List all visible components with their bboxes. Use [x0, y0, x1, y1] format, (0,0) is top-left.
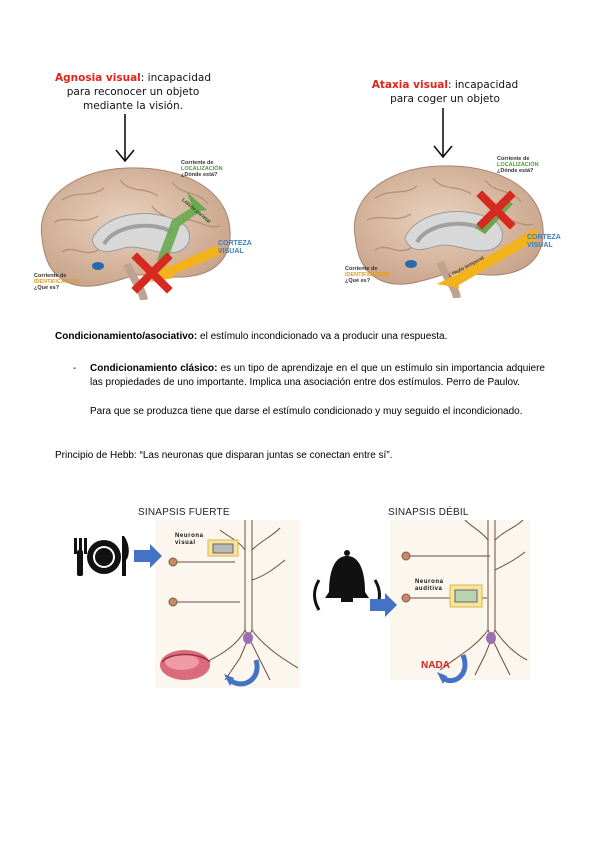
food-icon [74, 536, 129, 576]
neuron-small-icon [401, 551, 411, 561]
cross-icon [476, 190, 516, 230]
right-arrow-icon [370, 593, 397, 617]
stream-top-label: Corriente de LOCALIZACIÓN ¿Dónde está? [181, 160, 223, 178]
conditioning-paragraph: Condicionamiento/asociativo: el estímulo… [55, 331, 448, 342]
strong-synapse-title: SINAPSIS FUERTE [138, 507, 230, 518]
bullet-marker: - [73, 363, 77, 374]
classic-conditioning-paragraph-2: Para que se produzca tiene que darse el … [90, 406, 523, 417]
weak-synapse-title: SINAPSIS DÉBIL [388, 507, 469, 518]
agnosia-term: Agnosia visual [55, 72, 141, 84]
stream-bottom-label: Corriente de IDENTIFICACIÓN ¿Qué es? [345, 266, 390, 284]
nada-label: NADA [421, 660, 450, 671]
ataxia-diagram: Ataxia visual: incapacidad para coger un… [345, 68, 585, 303]
hebb-principle: Principio de Hebb: “Las neuronas que dis… [55, 450, 393, 461]
brain-illustration-icon [353, 165, 544, 298]
agnosia-caption: Agnosia visual: incapacidad para reconoc… [55, 72, 211, 112]
weak-synapse-diagram [313, 520, 530, 684]
brain-illustration-icon [40, 167, 231, 300]
curved-arrow-icon [228, 659, 260, 687]
auditory-neuron-label: Neurona auditiva [415, 579, 444, 592]
tongue-icon [160, 650, 211, 680]
strong-synapse-diagram [74, 520, 300, 688]
cross-icon [131, 252, 173, 294]
stream-bottom-label: Corriente de IDENTIFICACIÓN ¿Qué es? [34, 273, 79, 291]
stream-top-label: Corriente de LOCALIZACIÓN ¿Dónde está? [497, 156, 539, 174]
classic-conditioning-paragraph: Condicionamiento clásico: es un tipo de … [90, 363, 545, 388]
bell-icon [313, 550, 381, 611]
visual-neuron-label: Neurona visual [175, 533, 204, 546]
ataxia-term: Ataxia visual [371, 79, 448, 91]
neuron-small-icon [168, 597, 178, 607]
conditioning-term: Condicionamiento/asociativo: [55, 331, 198, 342]
neuron-small-icon [168, 557, 178, 567]
down-arrow-icon [433, 108, 453, 159]
cortex-label: CORTEZA VISUAL [527, 234, 561, 249]
cortex-label: CORTEZA VISUAL [218, 240, 252, 255]
agnosia-diagram: Agnosia visual: incapacidad para reconoc… [28, 68, 268, 303]
neuron-small-icon [401, 593, 411, 603]
ataxia-caption: Ataxia visual: incapacidad para coger un… [371, 79, 519, 105]
right-arrow-icon [134, 544, 162, 568]
down-arrow-icon [115, 114, 135, 163]
curved-arrow-icon [441, 654, 468, 684]
classic-conditioning-term: Condicionamiento clásico: [90, 363, 218, 374]
